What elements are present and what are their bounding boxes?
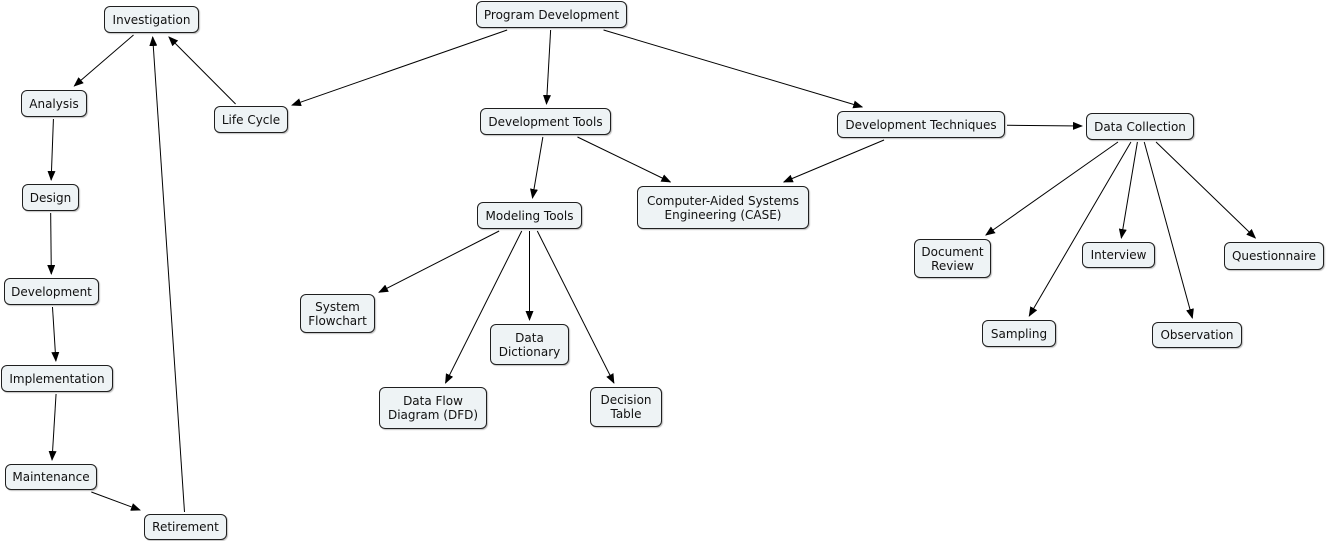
node-retirement[interactable]: Retirement: [144, 514, 227, 540]
node-maintenance[interactable]: Maintenance: [5, 464, 97, 490]
edge-data_collection-to-interview: [1118, 141, 1138, 239]
edge-retirement-to-investigation: [149, 36, 185, 513]
node-case[interactable]: Computer-Aided Systems Engineering (CASE…: [637, 186, 809, 229]
node-development-techniques[interactable]: Development Techniques: [837, 111, 1005, 138]
node-data-dictionary[interactable]: Data Dictionary: [490, 324, 569, 365]
edge-program_development-to-development_techniques: [603, 29, 864, 109]
edge-development_techniques-to-case: [782, 139, 885, 183]
edge-modeling_tools-to-system_flowchart: [378, 230, 500, 293]
edge-analysis-to-design: [47, 118, 56, 181]
node-sampling[interactable]: Sampling: [982, 320, 1056, 347]
edge-development_tools-to-case: [577, 136, 672, 183]
edge-data_collection-to-document_review: [985, 141, 1119, 236]
edge-development_techniques-to-data_collection: [1006, 121, 1083, 130]
node-investigation[interactable]: Investigation: [104, 6, 199, 33]
edge-design-to-development: [47, 212, 56, 275]
node-implementation[interactable]: Implementation: [1, 365, 113, 392]
edge-implementation-to-maintenance: [48, 393, 57, 461]
node-development[interactable]: Development: [4, 278, 99, 305]
node-questionnaire[interactable]: Questionnaire: [1224, 242, 1324, 270]
node-data-flow-diagram[interactable]: Data Flow Diagram (DFD): [379, 387, 487, 429]
node-modeling-tools[interactable]: Modeling Tools: [477, 202, 582, 229]
edge-program_development-to-development_tools: [542, 29, 552, 105]
edge-modeling_tools-to-decision_table: [536, 230, 615, 384]
node-decision-table[interactable]: Decision Table: [590, 387, 662, 427]
edge-development_tools-to-modeling_tools: [530, 136, 544, 199]
node-development-tools[interactable]: Development Tools: [480, 108, 611, 135]
node-program-development[interactable]: Program Development: [476, 1, 627, 28]
edge-data_collection-to-observation: [1143, 141, 1194, 319]
node-data-collection[interactable]: Data Collection: [1086, 113, 1194, 140]
edge-maintenance-to-retirement: [91, 491, 141, 511]
edge-development-to-implementation: [51, 306, 60, 362]
edge-life_cycle-to-investigation: [168, 36, 236, 105]
edge-modeling_tools-to-dfd: [445, 230, 523, 384]
edge-data_collection-to-questionnaire: [1155, 141, 1257, 239]
edge-investigation-to-analysis: [73, 34, 134, 87]
node-life-cycle[interactable]: Life Cycle: [214, 106, 288, 133]
node-design[interactable]: Design: [22, 184, 79, 211]
edge-data_collection-to-sampling: [1028, 141, 1132, 317]
node-document-review[interactable]: Document Review: [914, 239, 991, 278]
node-observation[interactable]: Observation: [1152, 322, 1242, 348]
node-analysis[interactable]: Analysis: [21, 90, 87, 117]
node-system-flowchart[interactable]: System Flowchart: [300, 294, 375, 333]
node-interview[interactable]: Interview: [1082, 242, 1155, 268]
edge-program_development-to-life_cycle: [291, 29, 508, 106]
